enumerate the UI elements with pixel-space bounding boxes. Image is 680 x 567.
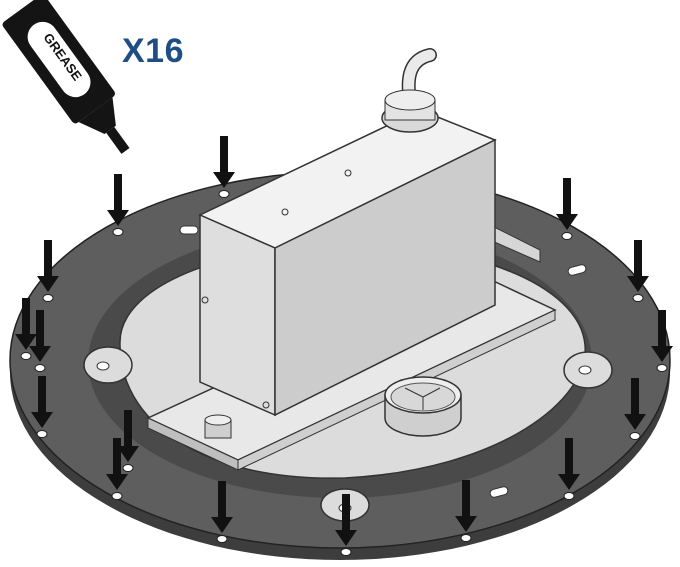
cable: [381, 48, 439, 133]
grease-arrow: [31, 376, 53, 428]
grease-arrow: [558, 438, 580, 490]
grease-arrow: [107, 174, 129, 226]
grease-arrow: [29, 310, 51, 362]
screw-hole: [563, 492, 575, 500]
grease-arrow: [213, 136, 235, 188]
screw-hole: [340, 548, 352, 556]
grease-arrows: [15, 136, 673, 546]
housing-box: [198, 109, 497, 417]
vent-cylinder: [384, 376, 462, 437]
grease-arrow: [15, 298, 37, 350]
screw-holes: [20, 190, 668, 556]
screw-hole: [111, 492, 123, 500]
grease-arrow: [211, 481, 233, 533]
screw-hole: [36, 430, 48, 438]
grease-arrow: [624, 378, 646, 430]
grease-arrow: [37, 240, 59, 292]
screw-hole: [20, 352, 32, 360]
grease-arrow: [627, 240, 649, 292]
screw-hole: [218, 190, 230, 198]
screw-hole: [632, 294, 644, 302]
screw-hole: [561, 232, 573, 240]
grease-arrow: [651, 310, 673, 362]
grease-arrow: [335, 494, 357, 546]
quantity-label: X16: [122, 32, 184, 70]
grease-arrow: [455, 480, 477, 532]
screw-hole: [216, 535, 228, 543]
grease-arrow: [556, 178, 578, 230]
grease-tube: GREASE: [2, 0, 130, 154]
grease-arrow: [106, 438, 128, 490]
screw-hole: [460, 534, 472, 542]
screw-hole: [629, 432, 641, 440]
screw-hole: [42, 294, 54, 302]
screw-hole: [112, 228, 124, 236]
screw-hole: [122, 464, 134, 472]
grease-arrow: [117, 410, 139, 462]
screw-hole: [656, 364, 668, 372]
screw-hole: [34, 364, 46, 372]
